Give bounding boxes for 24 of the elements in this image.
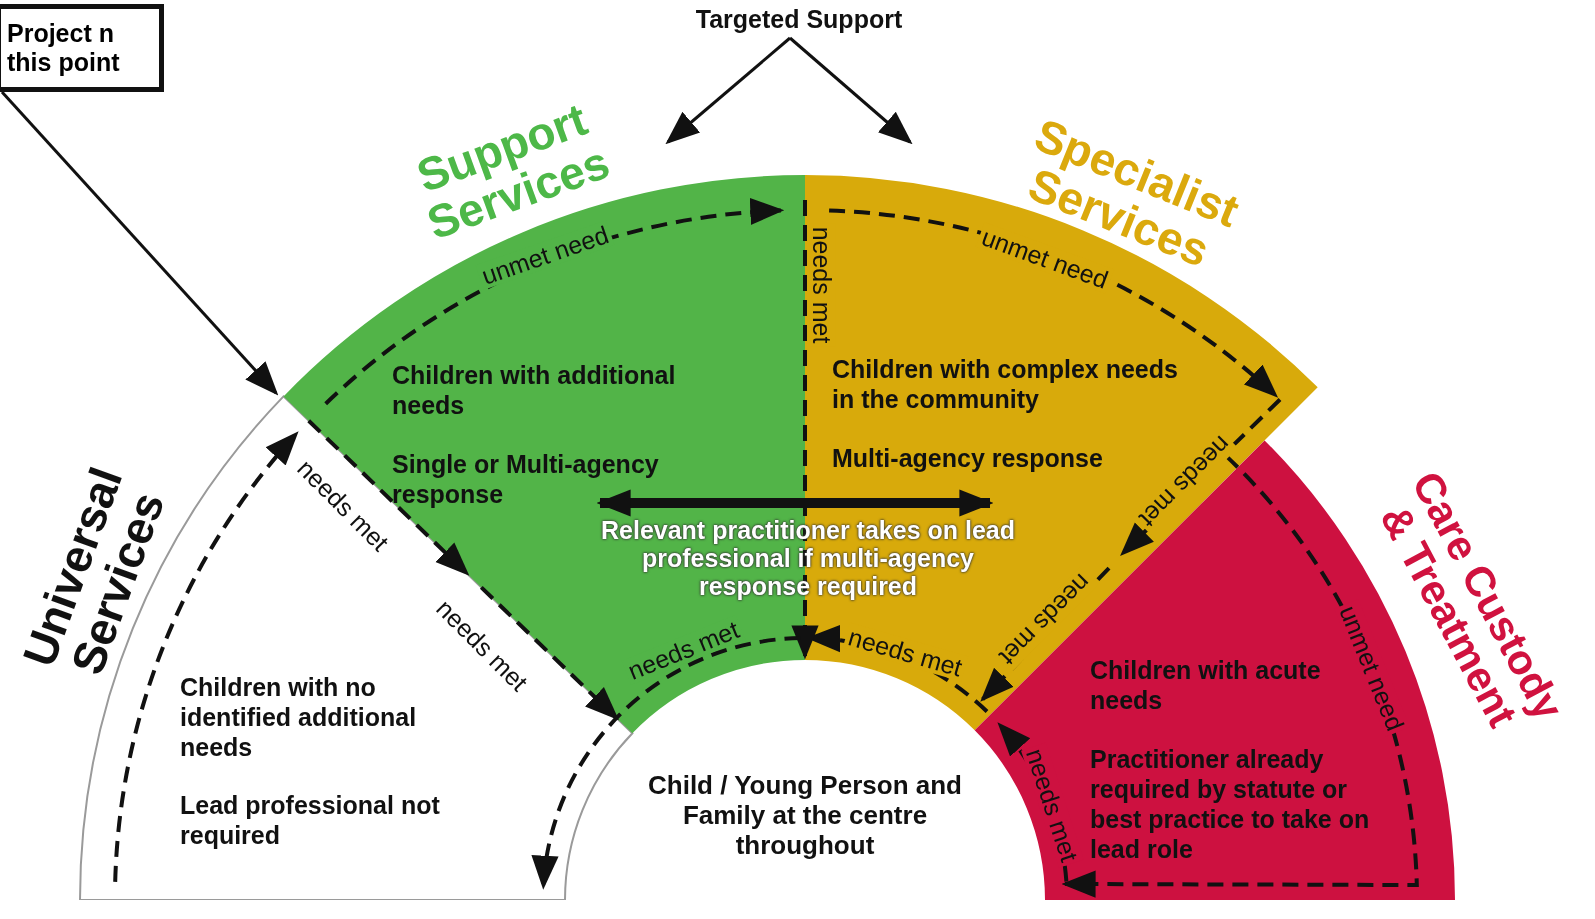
callout-box: Project n this point — [0, 4, 164, 92]
dashed-arrow — [1120, 398, 1282, 556]
dashed-arrow — [113, 431, 299, 883]
dashed-arrow — [307, 419, 470, 576]
description-text: Children with complex needs in the community — [832, 354, 1179, 414]
dashed-arrow — [479, 585, 619, 721]
description-text: Practitioner already required by statute or best practice to take on lead role — [1090, 744, 1371, 864]
description-text: Children with additional needs — [392, 360, 677, 420]
dashed-arrow — [1061, 454, 1419, 898]
dashed-arrow — [828, 208, 1279, 398]
dashed-arrow — [533, 636, 801, 890]
support-label: Targeted Support — [694, 4, 904, 34]
description-text: Lead professional not required — [180, 790, 441, 850]
dashed-arrow — [997, 722, 1069, 882]
centre-text: Child / Young Person and Family at the centre throughout — [647, 770, 963, 860]
dashed-arrow — [324, 199, 785, 406]
dashed-arrow — [980, 566, 1111, 702]
arrow — [789, 36, 913, 145]
arrow — [665, 36, 791, 145]
arrow — [0, 91, 279, 396]
double-arrow — [596, 489, 994, 517]
description-text: Multi-agency response — [832, 443, 1104, 473]
description-text: Children with no identified additional needs — [180, 672, 418, 762]
dashed-arrow — [791, 200, 819, 660]
